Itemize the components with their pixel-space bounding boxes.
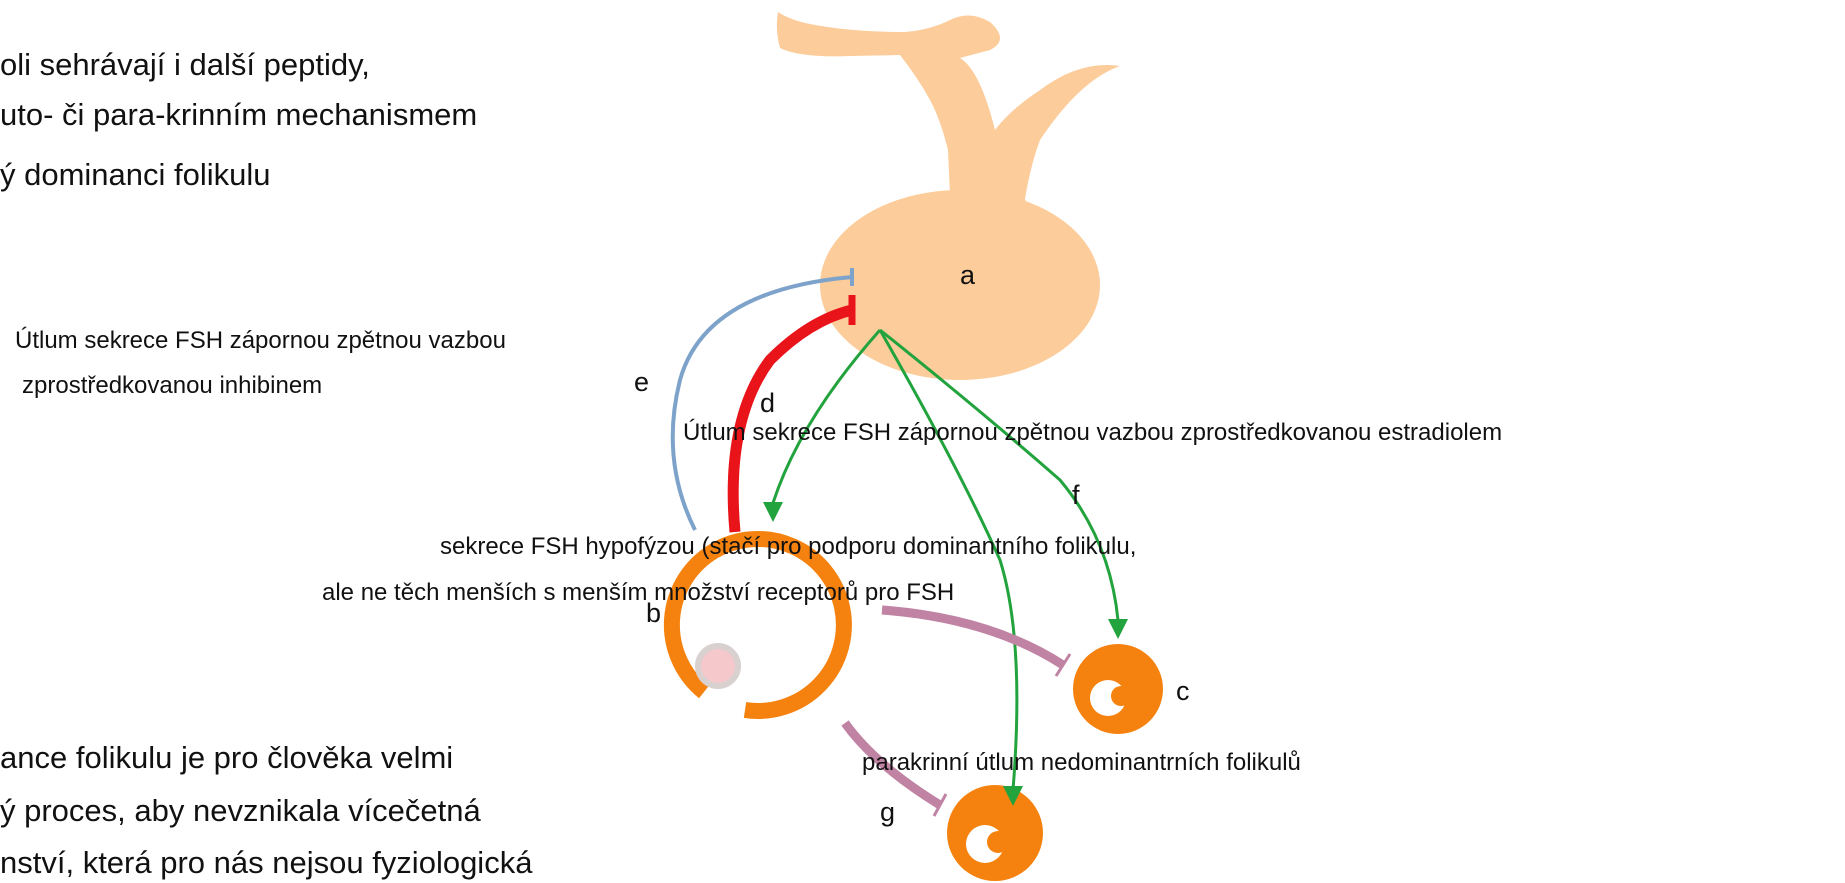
label-inhibin-line-1: Útlum sekrece FSH zápornou zpětnou vazbo… xyxy=(15,326,506,356)
label-paracrine: parakrinní útlum nedominantrních folikul… xyxy=(862,748,1301,778)
letter-e: e xyxy=(634,367,649,397)
fsh-arrow-to-dominant xyxy=(773,330,880,503)
text-bottom-line-2: ý proces, aby nevznikala vícečetná xyxy=(0,790,481,831)
label-inhibin-line-2: zprostředkovanou inhibinem xyxy=(22,371,322,401)
oocyte xyxy=(698,646,738,686)
follicle-c-cumulus xyxy=(1111,686,1131,706)
pituitary-gland xyxy=(777,12,1120,380)
text-bottom-line-3: nství, která pro nás nejsou fyziologická xyxy=(0,842,532,883)
letter-d: d xyxy=(760,388,775,418)
text-top-line-1: oli sehrávají i další peptidy, xyxy=(0,44,370,85)
dominant-follicle xyxy=(672,539,844,711)
letter-f: f xyxy=(1072,480,1080,510)
paracrine-arrow-to-c xyxy=(882,610,1063,665)
letter-g: g xyxy=(880,797,895,827)
follicle-g xyxy=(947,785,1043,881)
text-top-line-2: uto- či para-krinním mechanismem xyxy=(0,94,477,135)
follicle-g-cumulus xyxy=(987,831,1009,853)
letter-a: a xyxy=(960,260,975,290)
label-estradiol: Útlum sekrece FSH zápornou zpětnou vazbo… xyxy=(683,418,1502,448)
fsh-arrowhead-follicle-c xyxy=(1108,619,1128,639)
text-top-line-3: ý dominanci folikulu xyxy=(0,154,271,195)
letter-b: b xyxy=(646,598,661,628)
text-bottom-line-1: ance folikulu je pro člověka velmi xyxy=(0,737,453,778)
estradiol-feedback-arrow xyxy=(733,295,852,532)
dominant-follicle-ring xyxy=(672,539,844,711)
follicle-c xyxy=(1073,644,1163,734)
fsh-arrowhead-dominant xyxy=(763,502,783,522)
paracrine-inhibition-arrows xyxy=(845,610,1070,816)
label-fsh-line-1: sekrece FSH hypofýzou (stačí pro podporu… xyxy=(440,532,1136,562)
label-fsh-line-2: ale ne těch menších s menším množství re… xyxy=(322,578,954,608)
letter-c: c xyxy=(1176,676,1190,706)
